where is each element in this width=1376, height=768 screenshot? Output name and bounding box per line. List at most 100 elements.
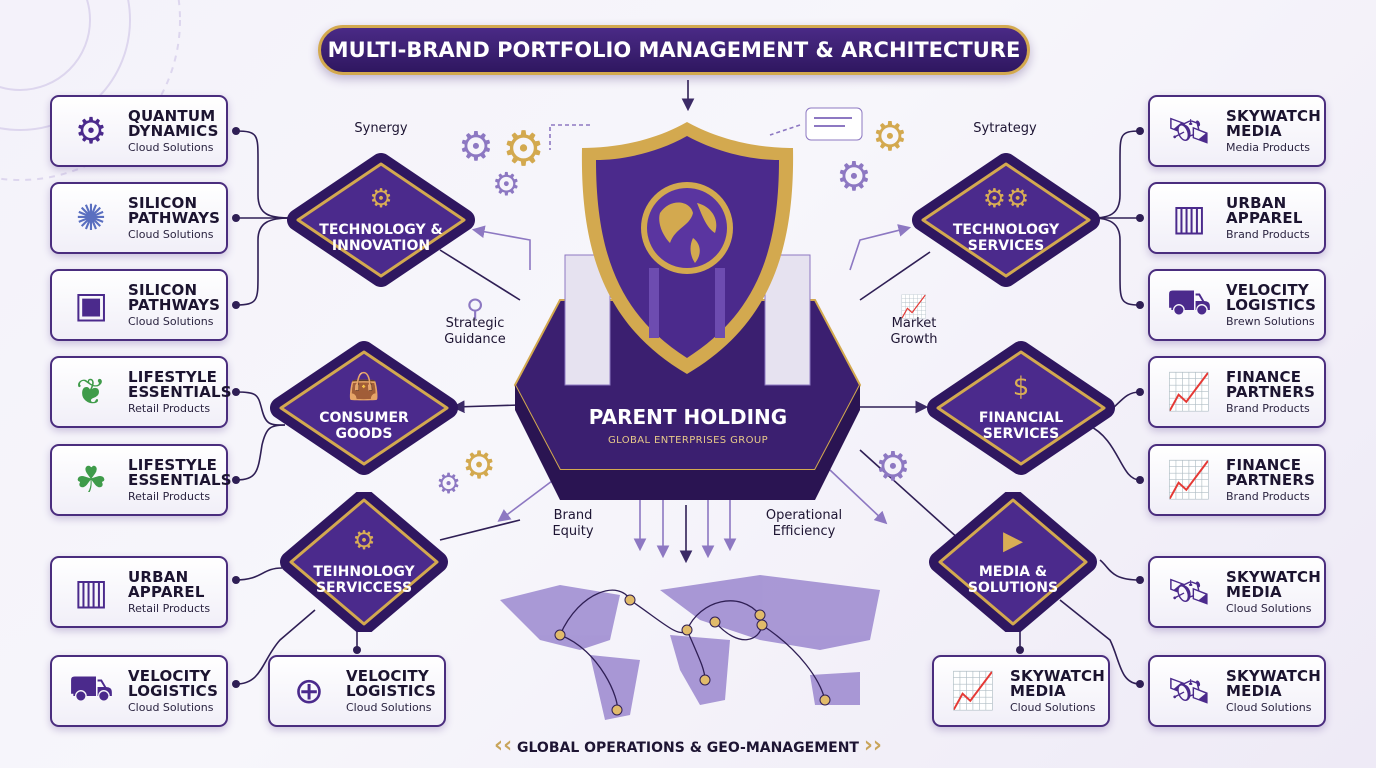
brand-name-line1: URBAN	[1226, 194, 1287, 212]
chip-icon: ▣	[73, 284, 108, 326]
satellite-icon: 🛰	[1166, 111, 1212, 152]
leaf-icon: ❦	[75, 371, 107, 413]
brand-category: Cloud Solutions	[1226, 602, 1312, 615]
parent-name: PARENT HOLDING	[588, 405, 788, 429]
growth-chart-icon: 📈	[1166, 372, 1212, 413]
brand-name-line2: LOGISTICS	[1226, 296, 1317, 314]
network-icon: ⚲	[466, 294, 484, 322]
brand-name-line1: FINANCE	[1226, 456, 1302, 474]
brand-category: Cloud Solutions	[1010, 701, 1096, 714]
brand-name-line2: ESSENTIALS	[128, 471, 232, 489]
brand-category: Cloud Solutions	[128, 228, 214, 241]
brand-category: Brand Products	[1226, 490, 1310, 503]
brand-name-line2: PARTNERS	[1226, 383, 1316, 401]
parent-subtitle: GLOBAL ENTERPRISES GROUP	[607, 435, 769, 446]
brand-name-line1: LIFESTYLE	[128, 456, 218, 474]
chevron-right-icon: ››	[863, 733, 882, 758]
brand-name-line2: APPAREL	[1226, 209, 1303, 227]
brand-category: Brand Products	[1226, 402, 1310, 415]
chat-bubble-icon	[805, 107, 863, 141]
brand-category: Retail Products	[128, 402, 211, 415]
sprout-icon: ☘	[74, 459, 108, 501]
satellite-icon: 🛰	[1166, 671, 1212, 712]
play-icon: ▶	[1003, 526, 1023, 556]
hand-coin-icon: $	[1012, 372, 1030, 402]
brand-category: Retail Products	[128, 602, 211, 615]
gear-wave-icon: ⚙	[74, 110, 108, 152]
truck-icon: ⛟	[1166, 282, 1212, 323]
gear-icon: ⚙	[502, 121, 545, 177]
gears-chart-icon: ⚙⚙	[982, 184, 1030, 214]
world-map	[500, 575, 880, 720]
brand-category: Brewn Solutions	[1226, 315, 1315, 328]
brand-name-line1: VELOCITY	[1226, 281, 1309, 299]
globe-pin-icon: ⊕	[293, 670, 325, 712]
brand-name-line1: QUANTUM	[128, 107, 216, 125]
gear-icon: ⚙	[462, 443, 496, 487]
circuit-icon: ✺	[75, 197, 107, 239]
shield-emblem	[575, 118, 800, 378]
platform	[513, 254, 862, 500]
gear-leaf-icon: ⚙	[352, 526, 376, 556]
gear-icon: ⚙	[436, 467, 461, 500]
truck-icon: ⛟	[68, 668, 114, 709]
brand-name-line2: MEDIA	[1226, 122, 1282, 140]
brand-name-line2: MEDIA	[1226, 583, 1282, 601]
brand-category: Retail Products	[128, 490, 211, 503]
brand-category: Cloud Solutions	[128, 701, 214, 714]
brand-name-line1: VELOCITY	[128, 667, 211, 685]
brand-name-line2: LOGISTICS	[128, 682, 219, 700]
division-media-solutions[interactable]: ▶ MEDIA &SOLUTIONS	[918, 492, 1108, 632]
buildings-icon: ▥	[1171, 197, 1206, 239]
satellite-icon: 🛰	[1166, 572, 1212, 613]
shopping-bag-icon: 👜	[347, 372, 381, 402]
brand-name-line1: SKYWATCH	[1226, 568, 1321, 586]
brand-name-line2: MEDIA	[1010, 682, 1066, 700]
brand-category: Cloud Solutions	[346, 701, 432, 714]
page-title: MULTI-BRAND PORTFOLIO MANAGEMENT & ARCHI…	[318, 25, 1030, 75]
gear-icon: ⚙	[872, 114, 908, 160]
brand-name-line2: ESSENTIALS	[128, 383, 232, 401]
brand-category: Cloud Solutions	[1226, 701, 1312, 714]
brand-category: Cloud Solutions	[128, 141, 214, 154]
gear-icon: ⚙	[369, 184, 393, 214]
division-technology-innovation[interactable]: ⚙ TECHNOLOGY &INNOVATION	[286, 150, 476, 290]
brand-name-line2: LOGISTICS	[346, 682, 437, 700]
brand-category: Cloud Solutions	[128, 315, 214, 328]
growth-chart-icon: 📈	[950, 671, 996, 712]
brand-name-line1: VELOCITY	[346, 667, 429, 685]
footer-label: ‹‹ GLOBAL OPERATIONS & GEO-MANAGEMENT ››	[494, 733, 882, 758]
brand-name-line1: LIFESTYLE	[128, 368, 218, 386]
brand-category: Brand Products	[1226, 228, 1310, 241]
gear-icon: ⚙	[492, 165, 521, 203]
buildings-icon: ▥	[73, 571, 108, 613]
brand-name-line2: MEDIA	[1226, 682, 1282, 700]
brand-name-line2: DYNAMICS	[128, 122, 219, 140]
brand-name-line2: PARTNERS	[1226, 471, 1316, 489]
gear-icon: ⚙	[458, 124, 494, 170]
brand-category: Media Products	[1226, 141, 1311, 154]
